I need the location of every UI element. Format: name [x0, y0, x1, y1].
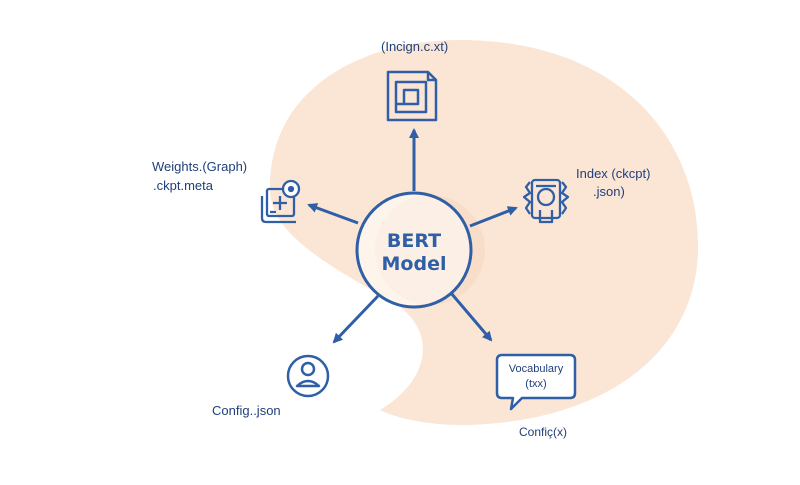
background-blob [269, 40, 699, 426]
bert-model-node [355, 191, 473, 309]
weights-label-line2: .ckpt.meta [153, 178, 213, 193]
gear-document-icon [522, 178, 570, 224]
config-x-label: Confiç(x) [519, 425, 568, 439]
weights-label-line1: Weights.(Graph) [152, 159, 248, 174]
arrow-to-upper-left [307, 203, 359, 225]
vocabulary-label: Vocabulary [508, 363, 564, 375]
top-node-label: (Incign.c.xt) [381, 39, 449, 54]
arrow-to-upper-right [469, 206, 518, 228]
arrow-to-lower-right [449, 292, 493, 342]
config-json-label: Config..json [212, 403, 281, 418]
center-title-line1: BERT [386, 230, 442, 252]
user-icon [286, 354, 330, 398]
speech-bubble-icon [495, 353, 577, 411]
arrow-to-lower-left [332, 294, 380, 344]
index-label-line2: .json) [593, 184, 625, 199]
file-settings-icon [260, 179, 301, 224]
document-icon [386, 70, 438, 122]
vocabulary-format-label: (txx) [525, 378, 547, 390]
center-title-line2: Model [381, 253, 447, 275]
index-label-line1: Index (ckcpt) [576, 166, 651, 181]
